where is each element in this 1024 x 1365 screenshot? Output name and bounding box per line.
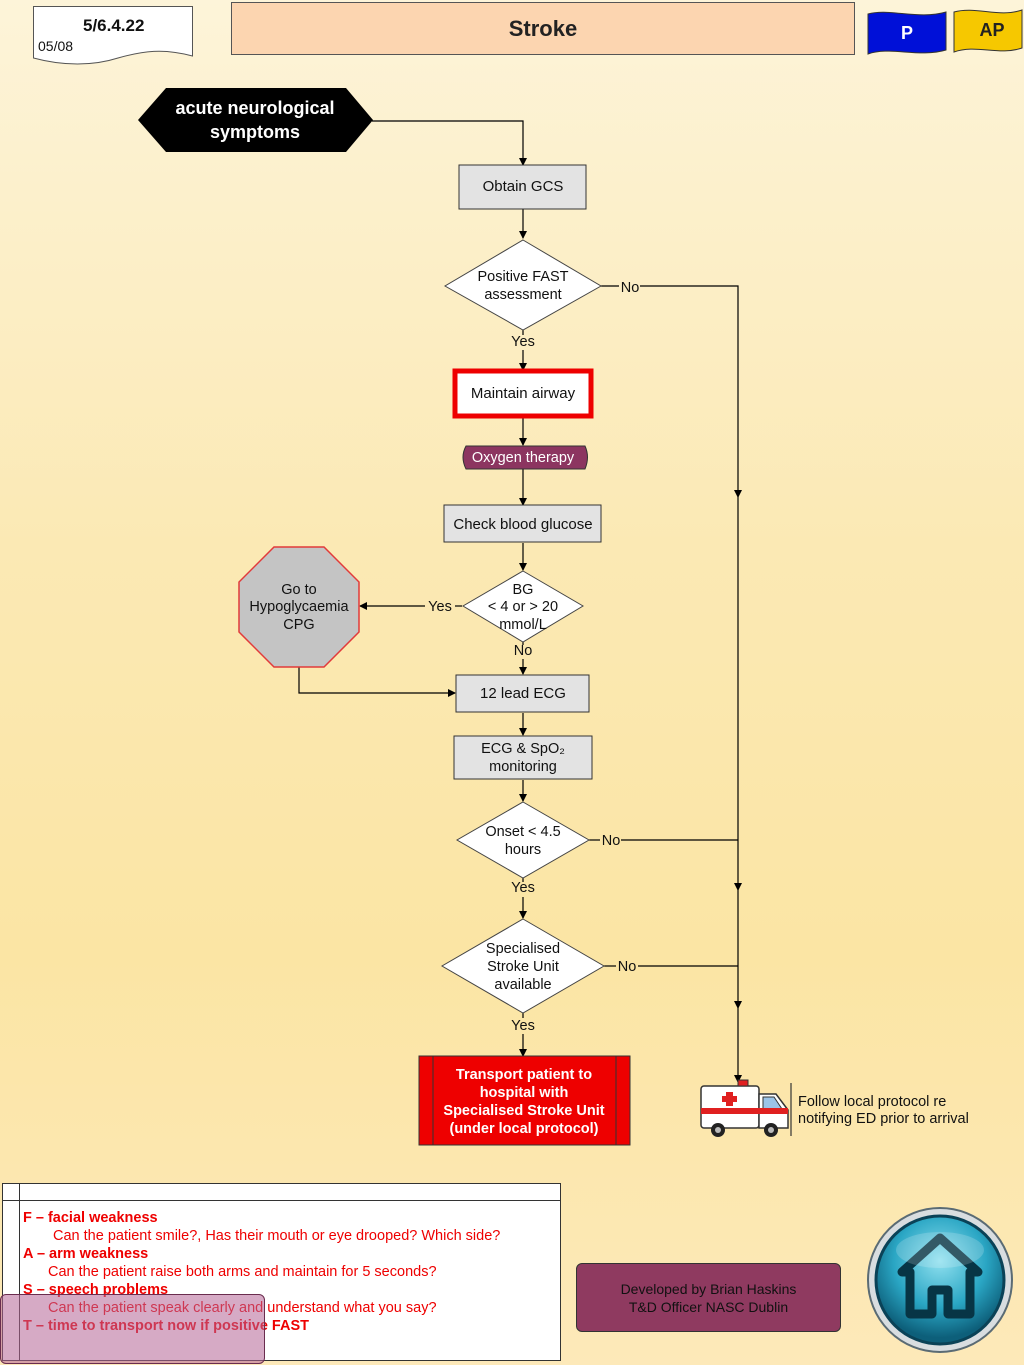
onset-yes-label: Yes	[511, 880, 535, 896]
fast-a-key: A – arm weakness	[23, 1246, 149, 1262]
fast-decision: Positive FAST assessment	[443, 239, 603, 331]
page-title: Stroke	[231, 2, 855, 55]
ecg-monitoring-box: ECG & SpO₂ monitoring	[453, 735, 593, 780]
onset-line-1: Onset < 4.5	[485, 824, 560, 840]
onset-decision: Onset < 4.5 hours	[455, 801, 591, 879]
home-button[interactable]	[866, 1206, 1014, 1354]
document-code: 5/6.4.22	[83, 16, 145, 35]
stroke-unit-line-1: Specialised	[486, 941, 560, 957]
hypo-line-3: CPG	[283, 617, 314, 633]
transport-line-3: Specialised Stroke Unit	[443, 1103, 604, 1119]
practitioner-badges: P AP	[867, 9, 1023, 55]
credit-line-1: Developed by Brian Haskins	[620, 1280, 797, 1297]
credit-line-2: T&D Officer NASC Dublin	[628, 1298, 789, 1315]
fast-no-label: No	[621, 280, 640, 296]
bg-line-2: < 4 or > 20	[488, 599, 558, 615]
transport-line-4: (under local protocol)	[449, 1121, 598, 1137]
credit-box: Developed by Brian Haskins T&D Officer N…	[576, 1263, 841, 1332]
badge-advanced-paramedic: AP	[953, 9, 1023, 53]
ecg-monitoring-line-1: ECG & SpO₂	[481, 741, 565, 757]
transport-line-1: Transport patient to	[456, 1067, 592, 1083]
document-date: 05/08	[38, 38, 74, 54]
badge-p-label: P	[901, 23, 913, 43]
bg-yes-label: Yes	[428, 599, 452, 615]
stroke-unit-line-2: Stroke Unit	[487, 959, 559, 975]
fast-legend-header	[3, 1184, 560, 1201]
onset-line-2: hours	[505, 842, 541, 858]
fast-decision-line-1: Positive FAST	[477, 269, 568, 285]
fast-legend-divider	[19, 1200, 20, 1360]
start-line-1: acute neurological	[175, 98, 334, 118]
ecg-monitoring-line-2: monitoring	[489, 759, 557, 775]
hypo-line-2: Hypoglycaemia	[249, 599, 349, 615]
stroke-unit-no-label: No	[618, 959, 637, 975]
maintain-airway-label: Maintain airway	[471, 385, 576, 402]
highlight-overlay	[0, 1294, 265, 1364]
fast-f-key: F – facial weakness	[23, 1210, 158, 1226]
ambulance-icon	[700, 1079, 789, 1137]
fast-decision-line-2: assessment	[484, 287, 561, 303]
stroke-unit-decision: Specialised Stroke Unit available	[441, 918, 605, 1014]
maintain-airway-box: Maintain airway	[452, 368, 594, 419]
stroke-unit-line-3: available	[494, 977, 551, 993]
bg-no-label: No	[514, 643, 533, 659]
fast-legend-corner	[3, 1184, 20, 1200]
obtain-gcs-label: Obtain GCS	[483, 178, 564, 195]
fast-yes-label: Yes	[511, 334, 535, 350]
bg-line-1: BG	[513, 582, 534, 598]
fast-a-question: Can the patient raise both arms and main…	[48, 1264, 437, 1280]
local-protocol-line-2: notifying ED prior to arrival	[798, 1111, 969, 1127]
stop-sign-icon	[238, 546, 360, 668]
transport-line-2: hospital with	[480, 1085, 569, 1101]
check-glucose-box: Check blood glucose	[443, 504, 602, 543]
badge-paramedic: P	[867, 11, 947, 55]
start-node: acute neurological symptoms	[138, 88, 373, 152]
bg-decision: BG < 4 or > 20 mmol/L	[462, 570, 584, 643]
document-tag-shape	[33, 6, 193, 65]
check-glucose-label: Check blood glucose	[453, 516, 592, 533]
bg-line-3: mmol/L	[499, 617, 547, 633]
stroke-unit-yes-label: Yes	[511, 1018, 535, 1034]
obtain-gcs-box: Obtain GCS	[458, 164, 587, 210]
fast-f-question: Can the patient smile?, Has their mouth …	[53, 1228, 501, 1244]
hypo-line-1: Go to	[281, 582, 316, 598]
local-protocol-line-1: Follow local protocol re	[798, 1094, 946, 1110]
home-icon	[867, 1207, 1013, 1353]
oxygen-therapy-node: Oxygen therapy	[462, 445, 588, 470]
document-tag: 5/6.4.22 05/08	[33, 6, 193, 68]
onset-no-label: No	[602, 833, 621, 849]
transport-box: Transport patient to hospital with Speci…	[418, 1055, 631, 1146]
ecg-12-lead-box: 12 lead ECG	[455, 674, 590, 713]
connectors	[298, 120, 742, 1083]
ecg-12-lead-label: 12 lead ECG	[480, 685, 566, 702]
stroke-flowchart: acute neurological symptoms Obtain GCS P…	[138, 88, 969, 1146]
oxygen-therapy-label: Oxygen therapy	[472, 450, 575, 466]
hypoglycaemia-stop-sign: Go to Hypoglycaemia CPG	[238, 546, 360, 668]
badge-ap-label: AP	[979, 20, 1004, 40]
start-line-2: symptoms	[210, 122, 300, 142]
